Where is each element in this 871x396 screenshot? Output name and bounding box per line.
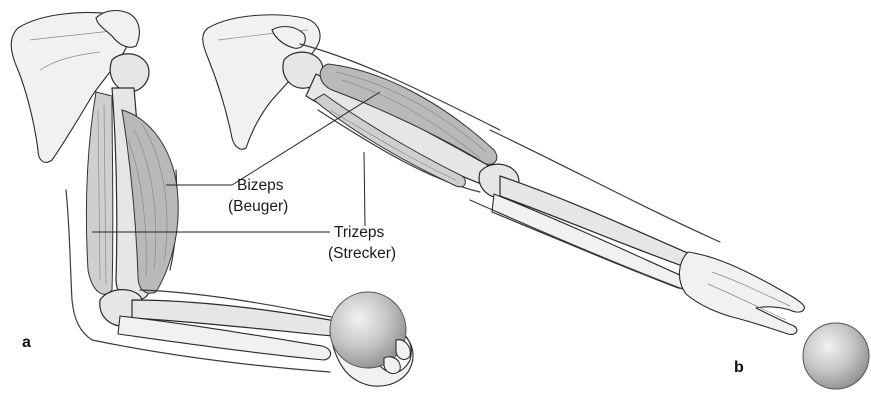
ball-b bbox=[803, 323, 869, 389]
biceps-desc-label: (Beuger) bbox=[228, 198, 288, 215]
panel-label-a: a bbox=[22, 334, 31, 351]
biceps-label: Bizeps bbox=[237, 177, 284, 194]
panel-label-b: b bbox=[734, 359, 744, 376]
humerus-head-a bbox=[110, 54, 149, 92]
triceps-leader-b bbox=[364, 152, 365, 226]
triceps-desc-label: (Strecker) bbox=[328, 245, 396, 262]
triceps-label: Trizeps bbox=[334, 224, 384, 241]
hand-b bbox=[679, 252, 804, 334]
ball-a bbox=[330, 292, 406, 368]
